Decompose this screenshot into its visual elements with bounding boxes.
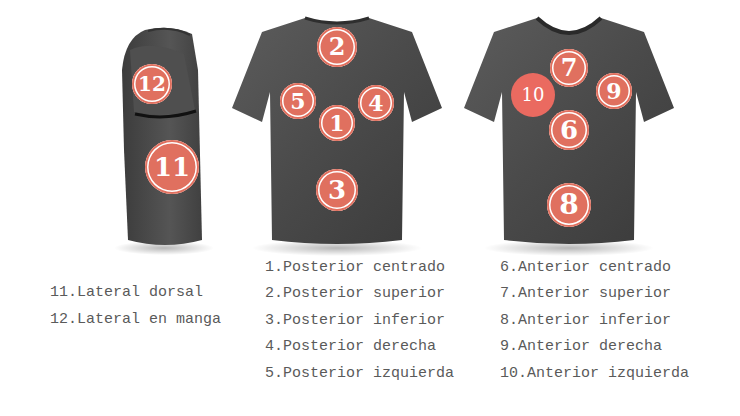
callout-number: 2: [329, 35, 346, 59]
callout-circle: 2: [317, 27, 357, 67]
sleeve: [130, 46, 195, 115]
callout-circle: 11: [145, 140, 199, 194]
position-label: 11.Lateral dorsal: [50, 284, 203, 302]
callout-number: 9: [606, 80, 621, 102]
callout-circle: 3: [316, 169, 358, 211]
position-label: 6.Anterior centrado: [500, 259, 671, 277]
callout-number: 4: [368, 92, 383, 114]
callout-number: 6: [560, 117, 578, 143]
callout-number: 7: [561, 56, 578, 80]
callout-number: 10: [522, 86, 545, 104]
position-label: 2.Posterior superior: [265, 285, 445, 303]
callout-number: 1: [329, 112, 344, 134]
callout-circle: 6: [549, 110, 589, 150]
position-label: 5.Posterior izquierda: [265, 365, 454, 383]
side-shirt: [122, 28, 202, 245]
position-label: 12.Lateral en manga: [50, 311, 221, 329]
sleeve-hem: [135, 111, 196, 117]
position-label: 8.Anterior inferior: [500, 312, 671, 330]
callout-number: 5: [290, 90, 305, 112]
position-label: 9.Anterior derecha: [500, 338, 662, 356]
callout-circle: 1: [319, 105, 355, 141]
callout-circle: 9: [596, 73, 632, 109]
callout-number: 3: [328, 177, 346, 203]
callout-circle: 7: [550, 49, 588, 87]
callout-circle: 5: [280, 83, 316, 119]
callout-number: 11: [154, 154, 190, 180]
callout-circle: 8: [547, 183, 591, 227]
callout-number: 12: [138, 74, 166, 94]
callout-circle: 4: [358, 85, 394, 121]
position-label: 4.Posterior derecha: [265, 338, 436, 356]
collar: [148, 29, 190, 35]
back-shirt: [232, 18, 442, 244]
callout-number: 8: [559, 191, 578, 219]
position-label: 3.Posterior inferior: [265, 312, 445, 330]
front-shirt: [464, 18, 674, 244]
collar: [305, 18, 369, 23]
callout-circle: 10: [511, 73, 555, 117]
position-label: 1.Posterior centrado: [265, 259, 445, 277]
collar: [537, 18, 601, 33]
position-label: 10.Anterior izquierda: [500, 365, 689, 383]
callout-circle: 12: [132, 64, 172, 104]
position-label: 7.Anterior superior: [500, 285, 671, 303]
